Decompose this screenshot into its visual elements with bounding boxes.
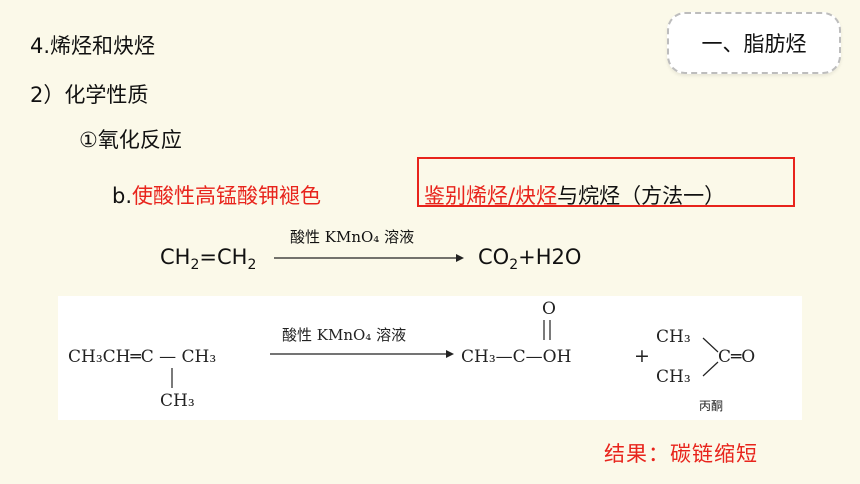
result-text: 结果：碳链缩短 xyxy=(604,442,758,466)
reaction1-product: CO2+H2O xyxy=(478,245,581,273)
section-badge: 一、脂肪烃 xyxy=(667,12,841,74)
heading-section: 4.烯烃和炔烃 xyxy=(30,34,156,58)
boxed-note-red: 鉴别烯烃/炔烃 xyxy=(424,184,558,208)
reaction1-reactant: CH2=CH2 xyxy=(160,245,256,273)
product1-oxygen: O xyxy=(542,299,556,319)
highlight-box xyxy=(417,157,795,207)
product2-bottom: CH₃ xyxy=(656,367,691,387)
product2-bond-top xyxy=(702,337,719,353)
item-b: b.使酸性高锰酸钾褪色 xyxy=(112,180,321,210)
heading-subsection: 2）化学性质 xyxy=(30,83,149,107)
product2-top: CH₃ xyxy=(656,327,691,347)
reactant-ch-2: =CH xyxy=(199,245,248,269)
boxed-note-black: 与烷烃（方法一） xyxy=(557,184,726,208)
product1: CH₃—C—OH xyxy=(461,347,571,367)
section-badge-label: 一、脂肪烃 xyxy=(701,32,807,56)
reactant-ch: CH xyxy=(160,245,191,269)
reactant-sub-1: 2 xyxy=(190,257,200,274)
product2-carbonyl: C═O xyxy=(718,347,755,367)
product-co: CO xyxy=(478,245,510,269)
reaction2-condition: 酸性 KMnO₄ 溶液 xyxy=(282,326,406,344)
heading-topic: ①氧化反应 xyxy=(79,128,182,152)
reaction2-diagram: CH₃CH═C — CH₃ CH₃ 酸性 KMnO₄ 溶液 O CH₃—C—OH… xyxy=(68,299,755,413)
reaction2-reactant: CH₃CH═C — CH₃ xyxy=(68,347,216,367)
product-sub: 2 xyxy=(509,257,519,274)
product-water: +H2O xyxy=(518,245,582,269)
reaction2-plus: + xyxy=(634,345,650,367)
item-b-prefix: b. xyxy=(112,184,133,208)
reaction2-arrowhead xyxy=(446,350,454,358)
reaction1-arrow xyxy=(274,254,464,262)
product2-name: 丙酮 xyxy=(699,399,723,413)
reactant-sub-2: 2 xyxy=(247,257,257,274)
reaction2-panel: CH₃CH═C — CH₃ CH₃ 酸性 KMnO₄ 溶液 O CH₃—C—OH… xyxy=(58,296,802,420)
reaction1-condition: 酸性 KMnO₄ 溶液 xyxy=(290,228,415,246)
item-b-text: 使酸性高锰酸钾褪色 xyxy=(132,184,322,208)
reaction2-reactant-branch: CH₃ xyxy=(160,391,195,411)
boxed-note: 鉴别烯烃/炔烃与烷烃（方法一） xyxy=(424,180,725,210)
product2-bond-bottom xyxy=(702,361,719,377)
